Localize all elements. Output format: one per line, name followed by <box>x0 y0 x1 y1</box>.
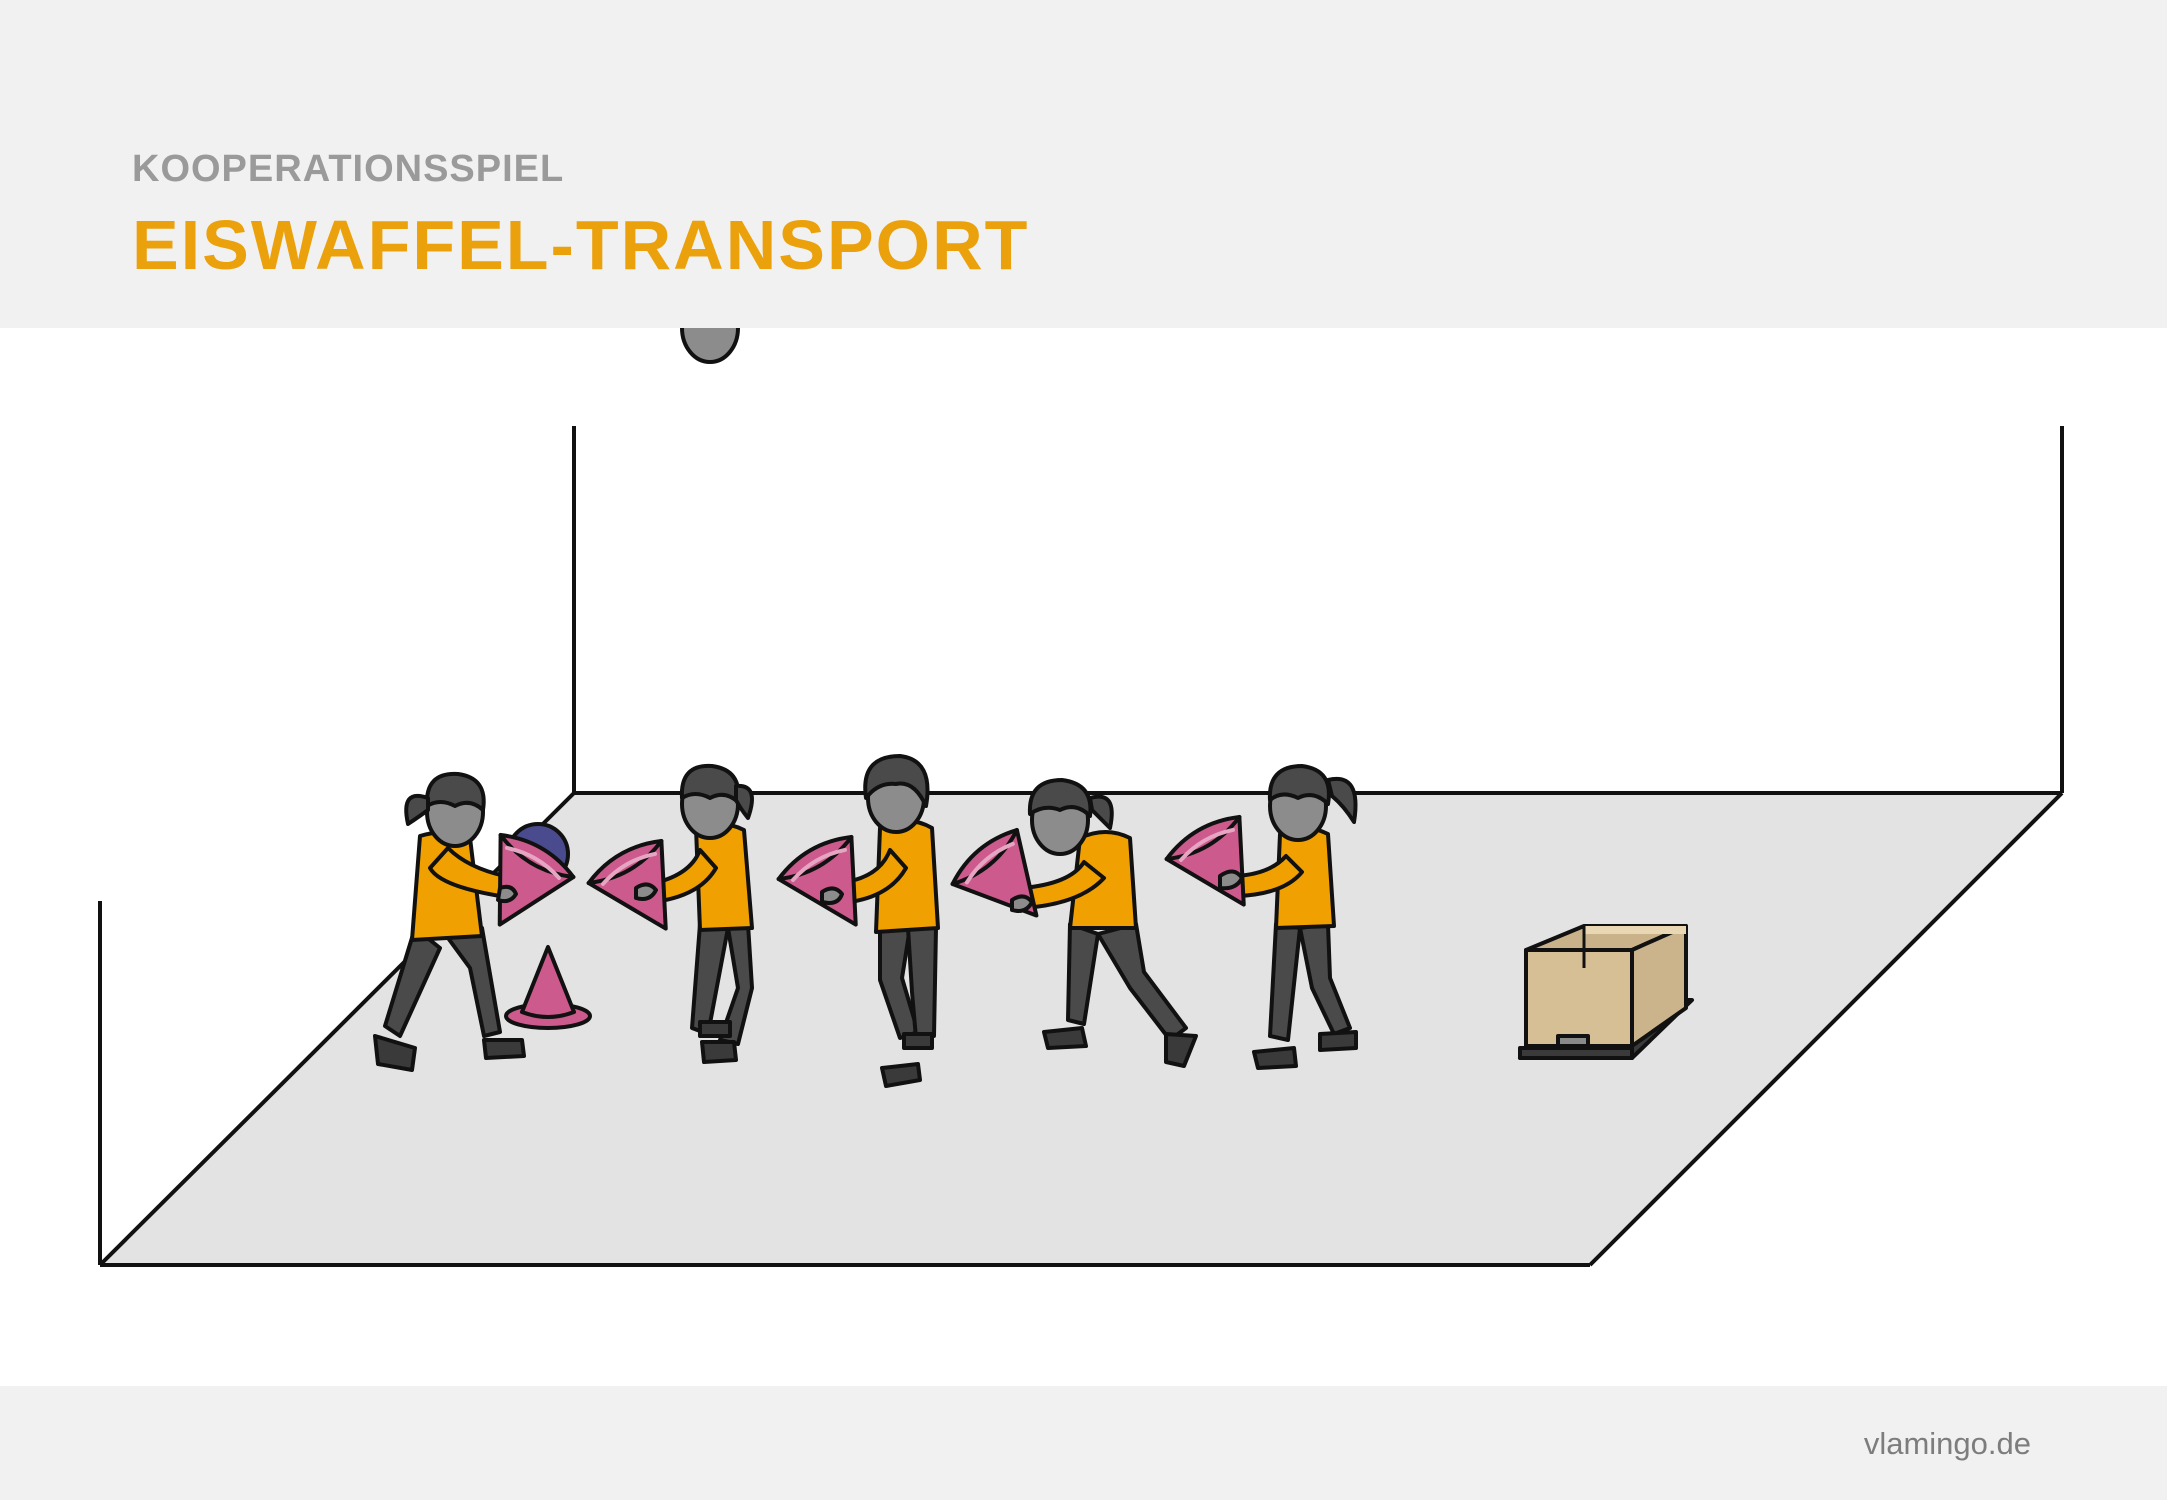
player-5 <box>1160 764 1358 1070</box>
box <box>1518 924 1694 1060</box>
gym-illustration <box>98 292 2064 1267</box>
player-4 <box>944 778 1198 1068</box>
gym-scene <box>0 292 2167 1386</box>
footer-banner: vlamingo.de <box>0 1386 2167 1500</box>
site-credit: vlamingo.de <box>1863 1426 2031 1461</box>
page-subtitle: KOOPERATIONSSPIEL <box>132 148 565 190</box>
floor-cone <box>504 945 592 1030</box>
header-banner: KOOPERATIONSSPIEL EISWAFFEL-TRANSPORT <box>0 0 2167 328</box>
player-3 <box>772 754 940 1088</box>
page-title: EISWAFFEL-TRANSPORT <box>132 206 1030 284</box>
player-1 <box>373 771 580 1072</box>
